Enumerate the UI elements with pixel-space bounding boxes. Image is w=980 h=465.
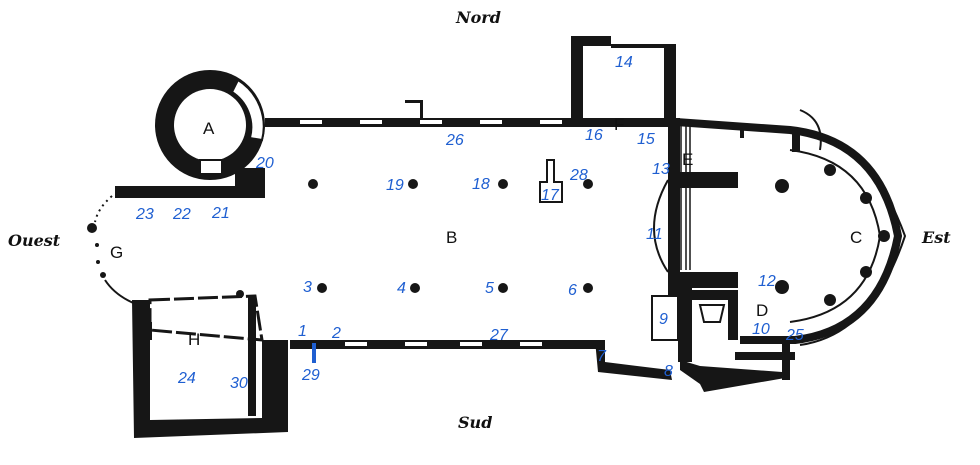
apse-c (675, 109, 907, 346)
num-27: 27 (489, 327, 509, 344)
marker-29 (312, 343, 316, 363)
num-13: 13 (652, 161, 670, 178)
num-14: 14 (615, 54, 633, 71)
zone-f: F (614, 115, 624, 134)
pulpit-outline (539, 159, 563, 203)
num-3: 3 (303, 279, 312, 296)
num-8: 8 (664, 363, 673, 380)
num-9: 9 (659, 311, 668, 328)
label-north: Nord (455, 8, 501, 27)
num-21: 21 (211, 205, 230, 222)
zone-g: G (110, 243, 123, 262)
zone-h: H (188, 330, 200, 349)
num-23: 23 (135, 206, 154, 223)
north-chapel (571, 36, 676, 122)
num-16: 16 (585, 127, 603, 144)
num-18: 18 (472, 176, 490, 193)
zone-d: D (756, 301, 768, 320)
label-west: Ouest (8, 231, 61, 250)
label-south: Sud (458, 413, 492, 432)
num-25: 25 (785, 327, 804, 344)
zone-b: B (446, 228, 457, 247)
num-24: 24 (177, 370, 196, 387)
num-4: 4 (397, 280, 406, 297)
north-wall (265, 100, 675, 127)
num-1: 1 (298, 323, 307, 340)
label-east: Est (921, 228, 951, 247)
zone-e: E (682, 150, 693, 169)
num-5: 5 (485, 280, 494, 297)
south-wall (290, 340, 672, 380)
num-6: 6 (568, 282, 577, 299)
num-12: 12 (758, 273, 776, 290)
num-29: 29 (301, 367, 320, 384)
num-30: 30 (230, 375, 248, 392)
sacristy-d (651, 290, 795, 392)
num-2: 2 (331, 325, 341, 342)
round-tower-a (115, 70, 265, 198)
num-20: 20 (255, 155, 274, 172)
num-22: 22 (172, 206, 191, 223)
num-26: 26 (445, 132, 464, 149)
choir-steps-e (653, 118, 738, 362)
num-15: 15 (637, 131, 655, 148)
zone-c: C (850, 228, 862, 247)
zone-a: A (203, 119, 215, 138)
num-17: 17 (541, 187, 560, 204)
num-19: 19 (386, 177, 404, 194)
num-11: 11 (646, 226, 663, 243)
nave-columns (308, 179, 593, 293)
num-28: 28 (569, 167, 588, 184)
num-7: 7 (597, 348, 607, 365)
south-west-tower-h (132, 290, 288, 438)
num-10: 10 (752, 321, 770, 338)
